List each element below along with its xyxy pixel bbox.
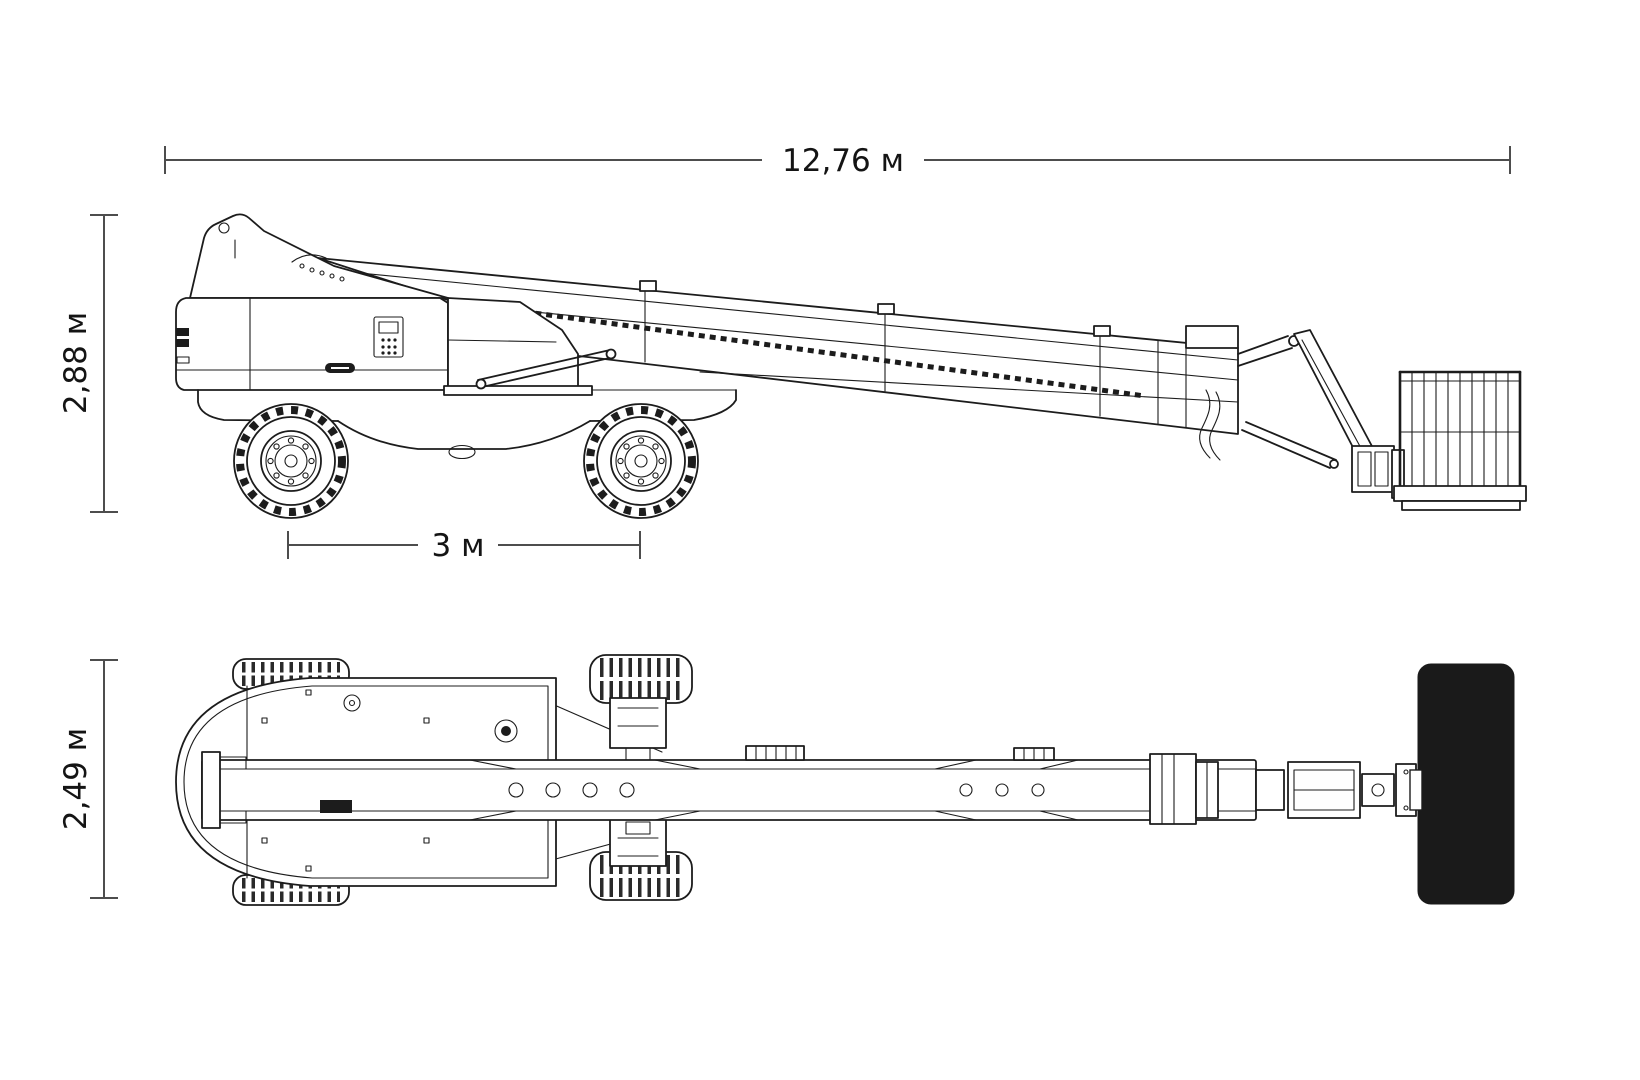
hydraulic-hose (1199, 389, 1211, 459)
boom-component (320, 800, 352, 813)
jib-arm (1293, 329, 1375, 458)
top-view (175, 654, 1515, 906)
basket-kickplate (1401, 500, 1521, 511)
boom-wear-pad (1093, 325, 1111, 337)
boom-pivot (189, 213, 449, 299)
counterweight-body (175, 297, 449, 391)
hose-tray (745, 745, 805, 761)
suspension-block (609, 697, 667, 749)
axle-assemblies (551, 697, 667, 867)
tail-grille (176, 339, 189, 347)
platform-mount-bracket (1409, 769, 1423, 811)
jib-top (1255, 761, 1417, 819)
dim-overall-width: 2,49 м (58, 659, 118, 899)
control-panel (373, 316, 404, 358)
dim-overall-height-label: 2,88 м (58, 312, 94, 414)
swivel-cap (494, 719, 518, 743)
dim-wheelbase: 3 м (287, 528, 641, 564)
dim-wheelbase-label: 3 м (432, 528, 485, 564)
platform-basket (1393, 370, 1527, 511)
boom-top (201, 745, 1257, 829)
telescopic-boom (317, 257, 1239, 435)
dim-overall-height: 2,88 м (58, 214, 118, 513)
boom-tail-mount (201, 751, 221, 829)
chassis-side (197, 389, 737, 460)
platform-top (1409, 663, 1515, 905)
boom-head-plate (1149, 753, 1197, 825)
dim-overall-width-label: 2,49 м (58, 728, 94, 830)
tail-light (176, 356, 190, 364)
slew-bearing (443, 385, 593, 396)
lift-cylinder (477, 349, 611, 381)
hose-loop (291, 254, 327, 263)
suspension-block (609, 815, 667, 867)
dim-overall-length-label: 12,76 м (782, 143, 904, 179)
wheel-top-right (589, 654, 693, 704)
control-panel-screen (378, 321, 399, 334)
basket-floor (1393, 485, 1527, 502)
hoist-hole (343, 694, 361, 712)
tail-grille (176, 328, 189, 336)
boom-wear-pad (877, 303, 895, 315)
side-view (175, 213, 1527, 518)
jib-pivot-upright (1185, 325, 1239, 349)
boom-wear-pad (639, 280, 657, 292)
turntable (443, 297, 617, 396)
platform-rotator (1351, 445, 1395, 493)
dim-overall-length: 12,76 м (164, 143, 1511, 179)
front-wheel (234, 404, 348, 518)
tie-down-slot (448, 444, 476, 460)
pivot-pin (218, 222, 230, 234)
rear-wheel (584, 404, 698, 518)
